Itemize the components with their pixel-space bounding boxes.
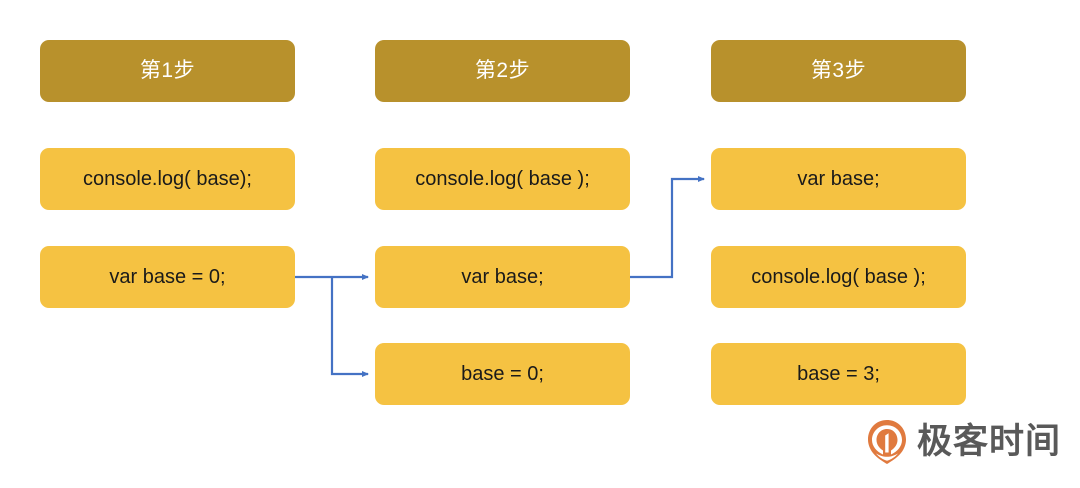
step-3-item-var-base: var base; [711, 148, 966, 210]
connector-step1-var-to-step2-assign [330, 277, 369, 377]
step-3-item-base-assign: base = 3; [711, 343, 966, 405]
brand-name: 极客时间 [917, 421, 1062, 462]
step-2-item-base-assign: base = 0; [375, 343, 630, 405]
step-1-item-var-base-assign: var base = 0; [40, 246, 295, 308]
column-header-step-1: 第1步 [40, 40, 295, 102]
geektime-logo-icon [868, 420, 906, 464]
column-header-step-3: 第3步 [711, 40, 966, 102]
column-header-step-2: 第2步 [375, 40, 630, 102]
step-1-item-console-log: console.log( base); [40, 148, 295, 210]
connector-step2-var-to-step3-var [630, 176, 705, 279]
step-2-item-console-log: console.log( base ); [375, 148, 630, 210]
step-2-item-var-base: var base; [375, 246, 630, 308]
step-3-item-console-log: console.log( base ); [711, 246, 966, 308]
brand-watermark: 极客时间 [866, 419, 1061, 465]
